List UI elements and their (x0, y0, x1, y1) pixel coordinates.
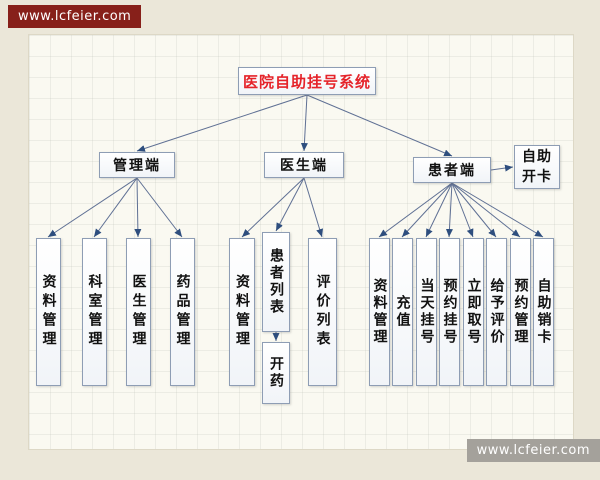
node-patient-appointment-register: 预约挂号 (439, 238, 460, 386)
node-patient-appointment-mgmt: 预约管理 (510, 238, 531, 386)
node-patient-sameday-register: 当天挂号 (416, 238, 437, 386)
node-branch-admin: 管理端 (99, 152, 175, 178)
node-branch-doctor: 医生端 (264, 152, 344, 178)
node-admin-data-mgmt: 资料管理 (36, 238, 61, 386)
node-doctor-patient-list: 患者列表 (262, 232, 290, 332)
node-patient-data-mgmt: 资料管理 (369, 238, 390, 386)
node-admin-drug-mgmt: 药品管理 (170, 238, 195, 386)
node-self-card-open: 自助开卡 (514, 145, 560, 189)
node-patient-recharge: 充值 (392, 238, 413, 386)
node-patient-self-card-cancel: 自助销卡 (533, 238, 554, 386)
watermark-bottom: www.lcfeier.com (466, 439, 600, 462)
watermark-top: www.lcfeier.com (8, 5, 142, 28)
node-admin-doctor-mgmt: 医生管理 (126, 238, 151, 386)
node-doctor-data-mgmt: 资料管理 (229, 238, 255, 386)
node-root-title: 医院自助挂号系统 (238, 67, 376, 95)
node-doctor-prescribe: 开药 (262, 342, 290, 404)
node-branch-patient: 患者端 (413, 157, 491, 183)
node-patient-take-number: 立即取号 (463, 238, 484, 386)
node-patient-give-review: 给予评价 (486, 238, 507, 386)
node-doctor-review-list: 评价列表 (308, 238, 337, 386)
node-admin-dept-mgmt: 科室管理 (82, 238, 107, 386)
